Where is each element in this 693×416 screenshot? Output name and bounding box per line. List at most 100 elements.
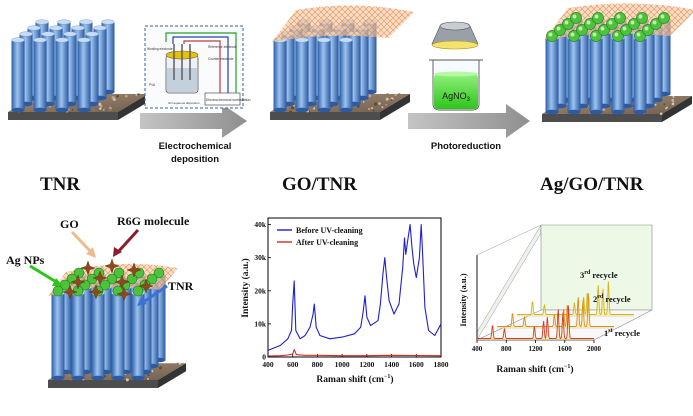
substrate-grain xyxy=(398,93,400,95)
nanorod xyxy=(318,40,331,110)
ag-nanoparticle-highlight xyxy=(653,21,657,25)
substrate-grain xyxy=(367,100,369,102)
substrate-front xyxy=(8,112,118,120)
ag-nanoparticle xyxy=(570,12,581,23)
nanorod xyxy=(34,40,47,110)
y-tick-label: 10k xyxy=(254,319,267,328)
substrate-grain xyxy=(72,109,74,111)
ag-nanoparticle xyxy=(592,12,603,23)
nanorod xyxy=(612,38,625,112)
ag-nanoparticle-highlight xyxy=(645,27,649,31)
substrate-grain xyxy=(126,378,129,381)
nanorod-bottom xyxy=(12,108,25,113)
label-r6g: R6G molecule xyxy=(117,214,190,228)
ag-nanoparticle xyxy=(53,286,63,296)
nanorod-top xyxy=(296,38,309,43)
nanorod-top xyxy=(80,20,93,25)
counter-electrode-label: Counter electrode xyxy=(208,57,234,61)
label-ag-nps: Ag NPs xyxy=(6,253,45,267)
substrate-grain xyxy=(104,106,107,109)
nanorod-top xyxy=(34,38,47,43)
nanorod-top xyxy=(12,38,25,43)
electrochemical-setup: Working electrode Reference electrode Co… xyxy=(145,26,251,108)
ag-nanoparticle-highlight xyxy=(623,27,627,31)
substrate-grain xyxy=(371,107,373,109)
ag-nanoparticle-highlight xyxy=(593,33,597,37)
substrate-grain xyxy=(655,104,657,106)
nanorod xyxy=(296,40,309,110)
x-tick-label: 400 xyxy=(472,345,483,353)
chart1-xlabel: Raman shift (cm−1) xyxy=(316,374,393,385)
nanorod-top xyxy=(78,38,91,43)
substrate-grain xyxy=(395,94,397,96)
nanorod-bottom xyxy=(92,376,105,381)
ag-nanoparticle-highlight xyxy=(631,21,635,25)
substrate-grain xyxy=(125,95,128,98)
y-tick-label: 30k xyxy=(254,253,267,262)
substrate-grain xyxy=(386,93,389,96)
agno3-beaker: AgNO3 xyxy=(429,60,483,110)
reference-electrode-label: Reference electrode xyxy=(208,45,237,49)
stage-label-ag-go-tnr: Ag/GO/TNR xyxy=(540,174,644,195)
ag-nanoparticle-highlight xyxy=(571,33,575,37)
step-photoreduction-label: Photoreduction xyxy=(431,141,501,152)
substrate-grain xyxy=(159,366,162,369)
nanorod-top xyxy=(28,26,41,31)
substrate-grain xyxy=(363,101,365,103)
substrate-grain xyxy=(179,363,181,365)
ag-nanoparticle-highlight xyxy=(661,15,665,19)
stage-label-go-tnr: GO/TNR xyxy=(282,174,357,195)
ag-nanoparticle xyxy=(658,12,669,23)
ag-nanoparticle-highlight xyxy=(615,33,619,37)
chart2-xlabel: Raman shift (cm−1) xyxy=(496,364,573,375)
nanorod-top xyxy=(86,32,99,37)
nanorod-bottom xyxy=(274,108,287,113)
substrate-grain xyxy=(672,96,674,98)
nanorod-bottom xyxy=(568,110,581,115)
substrate-grain xyxy=(666,107,668,109)
substrate-grain xyxy=(682,98,684,100)
substrate-grain xyxy=(46,106,48,108)
x-tick-label: 800 xyxy=(501,345,512,353)
ag-nanoparticle-highlight xyxy=(595,15,599,19)
raman-recycle-chart: 400800120016002000 3rd recycle 2ed recyc… xyxy=(458,225,652,375)
substrate-grain xyxy=(104,376,106,378)
substrate-grain xyxy=(289,110,292,113)
nanorod-bottom xyxy=(296,108,309,113)
nanorod-top xyxy=(58,20,71,25)
substrate-grain xyxy=(562,110,564,112)
x-tick-label: 1600 xyxy=(409,360,424,369)
tnr-array xyxy=(8,20,148,120)
step-electrochemical-label-1: Electrochemical xyxy=(159,141,232,152)
nanorod xyxy=(634,38,647,112)
workstation-label: Electrochemical workstation xyxy=(206,98,251,102)
y-tick-label: 0 xyxy=(262,353,266,362)
nanorod-bottom xyxy=(72,376,85,381)
ag-nanoparticle-highlight xyxy=(617,15,621,19)
ag-nanoparticle-highlight xyxy=(637,33,641,37)
ag-nanoparticle-highlight xyxy=(573,15,577,19)
nanorod-bottom xyxy=(52,376,65,381)
y-tick-label: 20k xyxy=(254,286,267,295)
nanorod-top xyxy=(20,32,33,37)
x-tick-label: 1200 xyxy=(529,345,544,353)
nanorod xyxy=(590,38,603,112)
nanorod-top xyxy=(56,38,69,43)
substrate-grain xyxy=(116,95,119,98)
nanorod-top xyxy=(42,32,55,37)
substrate-grain xyxy=(109,105,112,108)
nanorod xyxy=(568,38,581,112)
pva-label: PVA xyxy=(149,83,156,87)
substrate-front xyxy=(48,380,158,388)
raman-cleaning-chart: 40060080010001200140016001800010k20k30k4… xyxy=(240,218,449,385)
go-tnr-array xyxy=(270,5,414,120)
nanorod-top xyxy=(72,26,85,31)
substrate-grain xyxy=(103,109,105,111)
substrate-grain xyxy=(373,110,375,112)
nanorod-bottom xyxy=(634,110,647,115)
substrate-grain xyxy=(112,96,115,99)
uv-lamp xyxy=(432,22,478,49)
nanorod-bottom xyxy=(612,110,625,115)
nanorod-top xyxy=(64,32,77,37)
substrate-grain xyxy=(391,97,393,99)
